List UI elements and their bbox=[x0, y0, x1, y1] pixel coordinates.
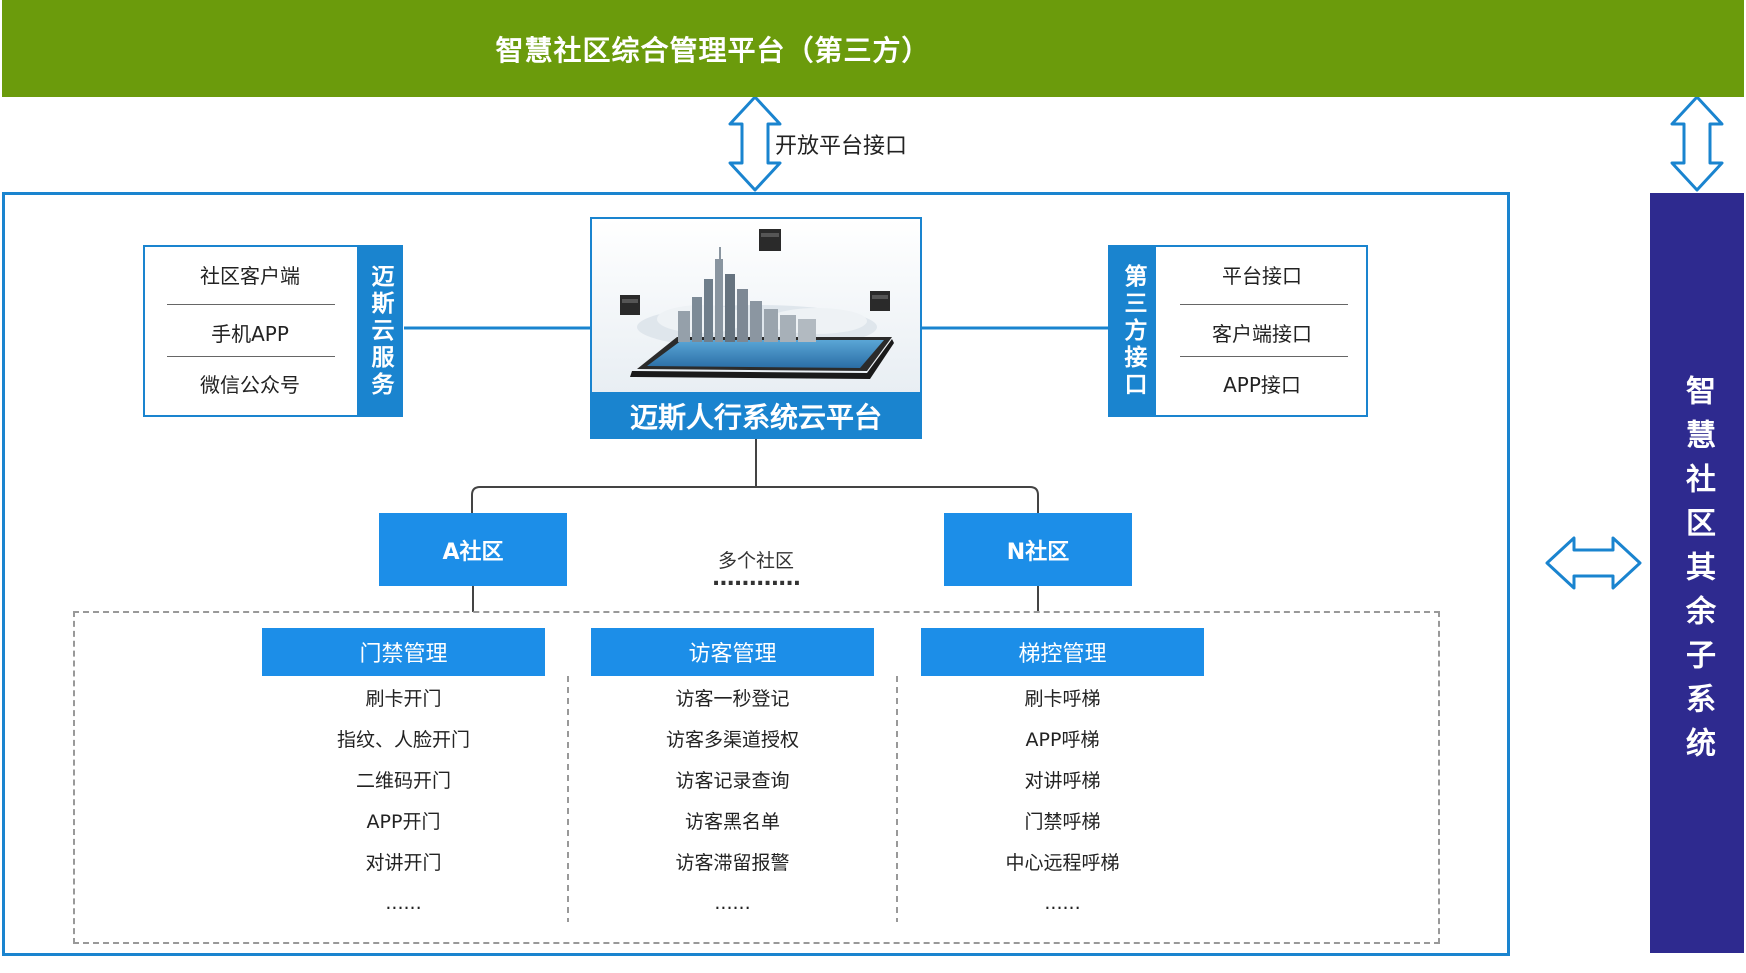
list-item: 门禁呼梯 bbox=[1024, 811, 1101, 833]
list-item: ...... bbox=[714, 891, 751, 914]
divider bbox=[167, 356, 335, 357]
list-item: 对讲开门 bbox=[365, 852, 442, 874]
cloud-service-item: 微信公众号 bbox=[200, 372, 300, 397]
interface-item: 客户端接口 bbox=[1212, 321, 1312, 346]
main-frame bbox=[2, 192, 1510, 956]
list-item: 访客一秒登记 bbox=[675, 688, 790, 710]
visitor-management-header: 访客管理 bbox=[591, 628, 874, 676]
right-panel: 智慧社区其余子系统 bbox=[1650, 193, 1744, 953]
multiple-communities-label: 多个社区 bbox=[717, 550, 794, 572]
divider bbox=[1180, 356, 1348, 357]
third-party-interface-box: 第三方接口 平台接口 客户端接口 APP接口 bbox=[1108, 245, 1368, 417]
connector-tree-branch bbox=[471, 486, 1039, 513]
list-item: 中心远程呼梯 bbox=[1005, 852, 1120, 874]
elevator-control-header: 梯控管理 bbox=[921, 628, 1204, 676]
access-control-list: 刷卡开门 指纹、人脸开门 二维码开门 APP开门 对讲开门 ...... bbox=[262, 677, 545, 923]
cloud-platform-card: 迈斯人行系统云平台 bbox=[590, 217, 922, 439]
cloud-service-item: 社区客户端 bbox=[200, 263, 300, 288]
list-item: APP开门 bbox=[366, 811, 441, 833]
interface-item: 平台接口 bbox=[1222, 263, 1302, 288]
access-control-header: 门禁管理 bbox=[262, 628, 545, 676]
list-item: ...... bbox=[1044, 891, 1081, 914]
list-item: 二维码开门 bbox=[355, 770, 451, 792]
list-item: 访客多渠道授权 bbox=[665, 729, 799, 751]
divider bbox=[1180, 304, 1348, 305]
list-item: 刷卡呼梯 bbox=[1024, 688, 1101, 710]
divider bbox=[167, 304, 335, 305]
cloud-platform-title: 迈斯人行系统云平台 bbox=[592, 392, 920, 437]
cloud-service-label: 迈斯云服务 bbox=[357, 247, 403, 415]
list-item: 访客滞留报警 bbox=[675, 852, 790, 874]
visitor-management-list: 访客一秒登记 访客多渠道授权 访客记录查询 访客黑名单 访客滞留报警 .....… bbox=[591, 677, 874, 923]
list-item: APP呼梯 bbox=[1025, 729, 1100, 751]
list-item: 指纹、人脸开门 bbox=[336, 729, 470, 751]
open-interface-label: 开放平台接口 bbox=[775, 134, 908, 159]
elevator-control-list: 刷卡呼梯 APP呼梯 对讲呼梯 门禁呼梯 中心远程呼梯 ...... bbox=[921, 677, 1204, 923]
community-a: A社区 bbox=[379, 513, 567, 586]
top-banner: 智慧社区综合管理平台（第三方） bbox=[2, 0, 1744, 97]
list-item: ...... bbox=[385, 891, 422, 914]
list-item: 对讲呼梯 bbox=[1024, 770, 1101, 792]
community-n: N社区 bbox=[944, 513, 1132, 586]
double-arrow-horizontal-icon bbox=[1545, 536, 1642, 590]
list-item: 刷卡开门 bbox=[365, 688, 442, 710]
multiple-communities-dots: ............ bbox=[711, 566, 801, 591]
interface-item: APP接口 bbox=[1223, 372, 1301, 397]
third-party-interface-label: 第三方接口 bbox=[1110, 247, 1156, 415]
list-item: 访客记录查询 bbox=[675, 770, 790, 792]
list-item: 访客黑名单 bbox=[684, 811, 780, 833]
double-arrow-right-panel-icon bbox=[1670, 95, 1724, 192]
double-arrow-vertical-icon bbox=[728, 95, 782, 192]
services-frame bbox=[73, 611, 1440, 944]
city-tablet-illustration bbox=[592, 219, 920, 394]
cloud-service-item: 手机APP bbox=[211, 321, 289, 346]
cloud-service-box: 社区客户端 手机APP 微信公众号 迈斯云服务 bbox=[143, 245, 403, 417]
